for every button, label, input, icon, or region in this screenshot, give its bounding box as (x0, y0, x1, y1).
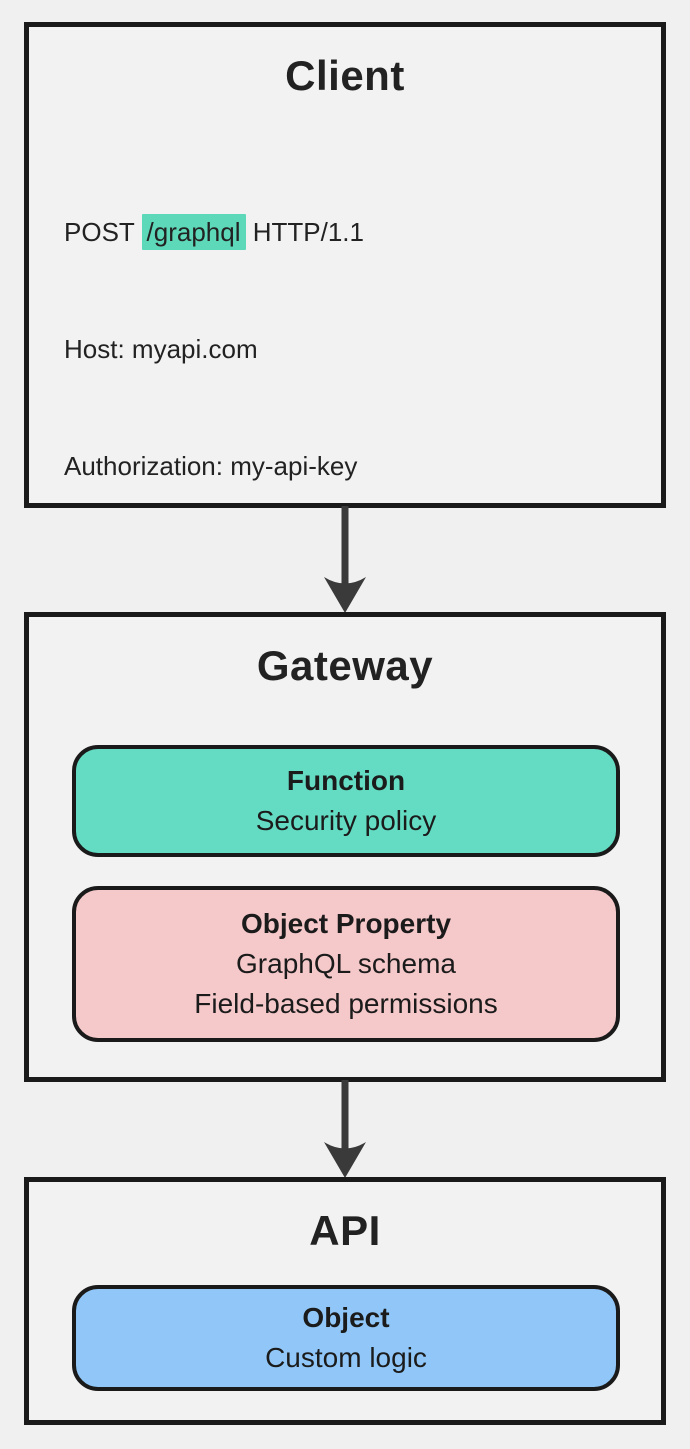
object-property-card-line-schema: GraphQL schema (236, 948, 456, 979)
arrow-client-to-gateway (324, 506, 366, 613)
object-property-card-title: Object Property (240, 908, 452, 939)
client-title: Client (285, 52, 405, 99)
object-card-line: Custom logic (265, 1342, 427, 1373)
function-card-title: Function (286, 765, 406, 796)
function-card-line: Security policy (255, 805, 437, 836)
code-text: Host: myapi.com (64, 334, 258, 364)
code-text: Authorization: my-api-key (64, 451, 358, 481)
code-text: POST (64, 217, 142, 247)
gateway-title: Gateway (256, 642, 434, 689)
arrow-gateway-to-api (324, 1080, 366, 1178)
request-line-host: Host: myapi.com (64, 330, 570, 369)
code-text: HTTP/1.1 (245, 217, 364, 247)
object-property-card-line-permissions: Field-based permissions (194, 988, 498, 1019)
api-title: API (309, 1207, 381, 1254)
client-panel: Client POST /graphql HTTP/1.1 Host: myap… (24, 22, 666, 1066)
graphql-path-highlight: /graphql (141, 214, 246, 250)
request-line-method: POST /graphql HTTP/1.1 (64, 213, 570, 252)
request-line-authorization: Authorization: my-api-key (64, 447, 570, 486)
function-card: Function Security policy (72, 745, 620, 857)
object-property-card: Object Property GraphQL schema Field-bas… (72, 886, 620, 1042)
object-card-title: Object (302, 1302, 390, 1333)
object-card: Object Custom logic (72, 1285, 620, 1391)
